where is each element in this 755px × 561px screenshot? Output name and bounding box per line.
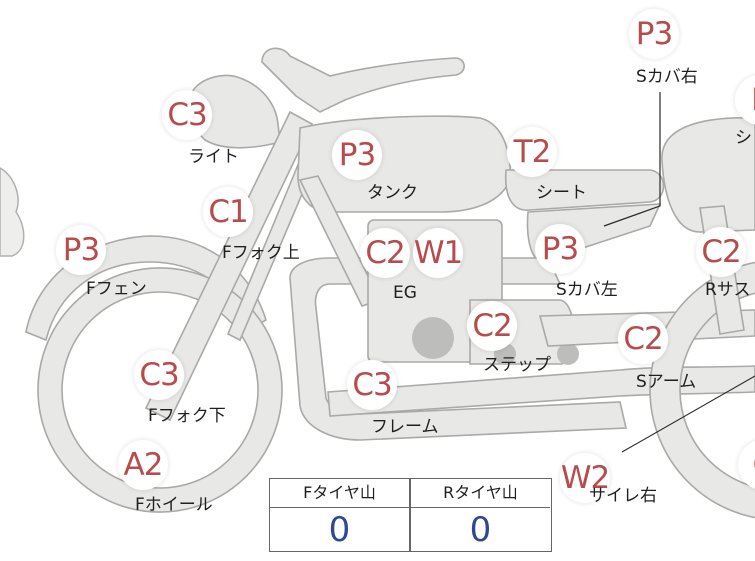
code-bubble-c3-frame[interactable]: C3: [347, 360, 397, 410]
code-bubble-c3-fork-lower[interactable]: C3: [134, 350, 184, 400]
front-fork-shape[interactable]: [144, 110, 314, 422]
label-rear-suspension: Rサス: [705, 280, 751, 300]
handlebar-shape[interactable]: [261, 47, 465, 113]
code-bubble-p3-tank[interactable]: P3: [332, 130, 382, 180]
table-divider: [409, 479, 411, 551]
leader-line-silencer: [621, 375, 755, 453]
code-bubble-c2-engine[interactable]: C2: [360, 228, 410, 278]
code-bubble-c2-step[interactable]: C2: [467, 301, 517, 351]
label-tank: タンク: [367, 183, 418, 203]
step-peg-right-shape: [557, 343, 579, 365]
code-bubble-c2-rear-suspension[interactable]: C2: [696, 227, 746, 277]
label-engine: EG: [393, 283, 417, 303]
code-bubble-p3-front-fender[interactable]: P3: [56, 225, 106, 275]
front-tire-header: Fタイヤ山: [270, 479, 409, 508]
leader-line-side-cover: [603, 92, 661, 227]
frame-shape[interactable]: [289, 257, 627, 441]
label-swing-arm: Sアーム: [636, 372, 697, 392]
seat-shape[interactable]: [504, 169, 665, 211]
mirror-shape: [0, 167, 25, 257]
front-tire-value[interactable]: 0: [328, 510, 351, 550]
code-bubble-c2-swing-arm[interactable]: C2: [618, 314, 668, 364]
engine-cover-shape: [412, 317, 454, 359]
label-seat-edge: シ: [735, 128, 752, 148]
label-fork-lower: Fフォク下: [148, 406, 226, 426]
rear-tire-column: Rタイヤ山 0: [411, 479, 550, 551]
code-bubble-a2-front-wheel[interactable]: A2: [118, 440, 168, 490]
label-fork-upper: Fフォク上: [222, 243, 300, 263]
code-bubble-c-edge[interactable]: C: [738, 440, 755, 490]
tire-tread-table: Fタイヤ山 0 Rタイヤ山 0: [269, 478, 552, 552]
label-front-wheel: Fホイール: [135, 495, 213, 515]
code-bubble-c3-light[interactable]: C3: [162, 90, 212, 140]
code-bubble-p3-sidecover-right[interactable]: P3: [629, 9, 679, 59]
rear-tire-value[interactable]: 0: [469, 510, 492, 550]
code-bubble-p3-sidecover-left[interactable]: P3: [535, 224, 585, 274]
code-bubble-c1-fork-upper[interactable]: C1: [203, 187, 253, 237]
label-seat: シート: [536, 183, 587, 203]
label-sidecover-left: Sカバ左: [556, 280, 618, 300]
code-bubble-p-edge[interactable]: P: [735, 75, 755, 125]
front-tire-column: Fタイヤ山 0: [270, 479, 409, 551]
code-bubble-w1[interactable]: W1: [413, 228, 463, 278]
label-silencer: サイレ右: [589, 486, 657, 506]
code-bubble-w2-silencer[interactable]: W2: [560, 453, 610, 503]
label-step: ステップ: [483, 355, 551, 375]
label-frame: フレーム: [371, 417, 439, 437]
label-sidecover-right: Sカバ右: [636, 67, 698, 87]
code-bubble-t2-seat[interactable]: T2: [507, 127, 557, 177]
rear-tire-header: Rタイヤ山: [411, 479, 550, 508]
rear-cowl-shape[interactable]: [661, 116, 755, 233]
label-light: ライト: [188, 147, 239, 167]
front-wheel-shape[interactable]: [37, 267, 283, 513]
label-front-fender: Fフェン: [86, 279, 147, 299]
